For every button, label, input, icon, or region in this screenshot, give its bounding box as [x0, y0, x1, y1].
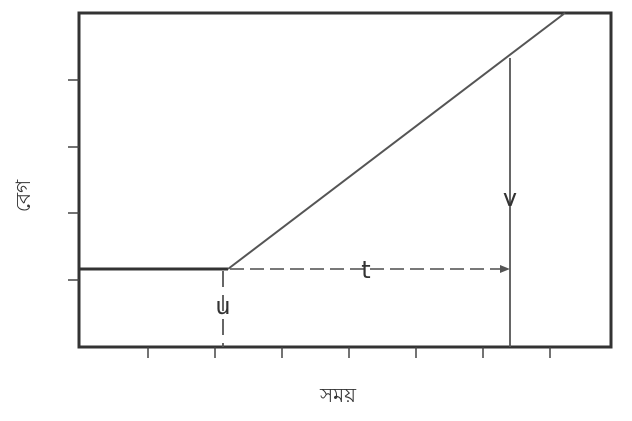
t-label: t	[361, 256, 370, 284]
acceleration-line	[227, 12, 566, 270]
v-label: v	[503, 184, 517, 212]
x-axis-ticks	[147, 347, 551, 358]
x-axis-label: সময়	[319, 383, 357, 407]
y-axis-label: বেগ	[11, 179, 35, 212]
u-label: u	[215, 292, 230, 320]
time-arrowhead	[500, 265, 510, 273]
plot-frame	[77, 11, 613, 349]
y-axis-ticks	[68, 79, 79, 281]
